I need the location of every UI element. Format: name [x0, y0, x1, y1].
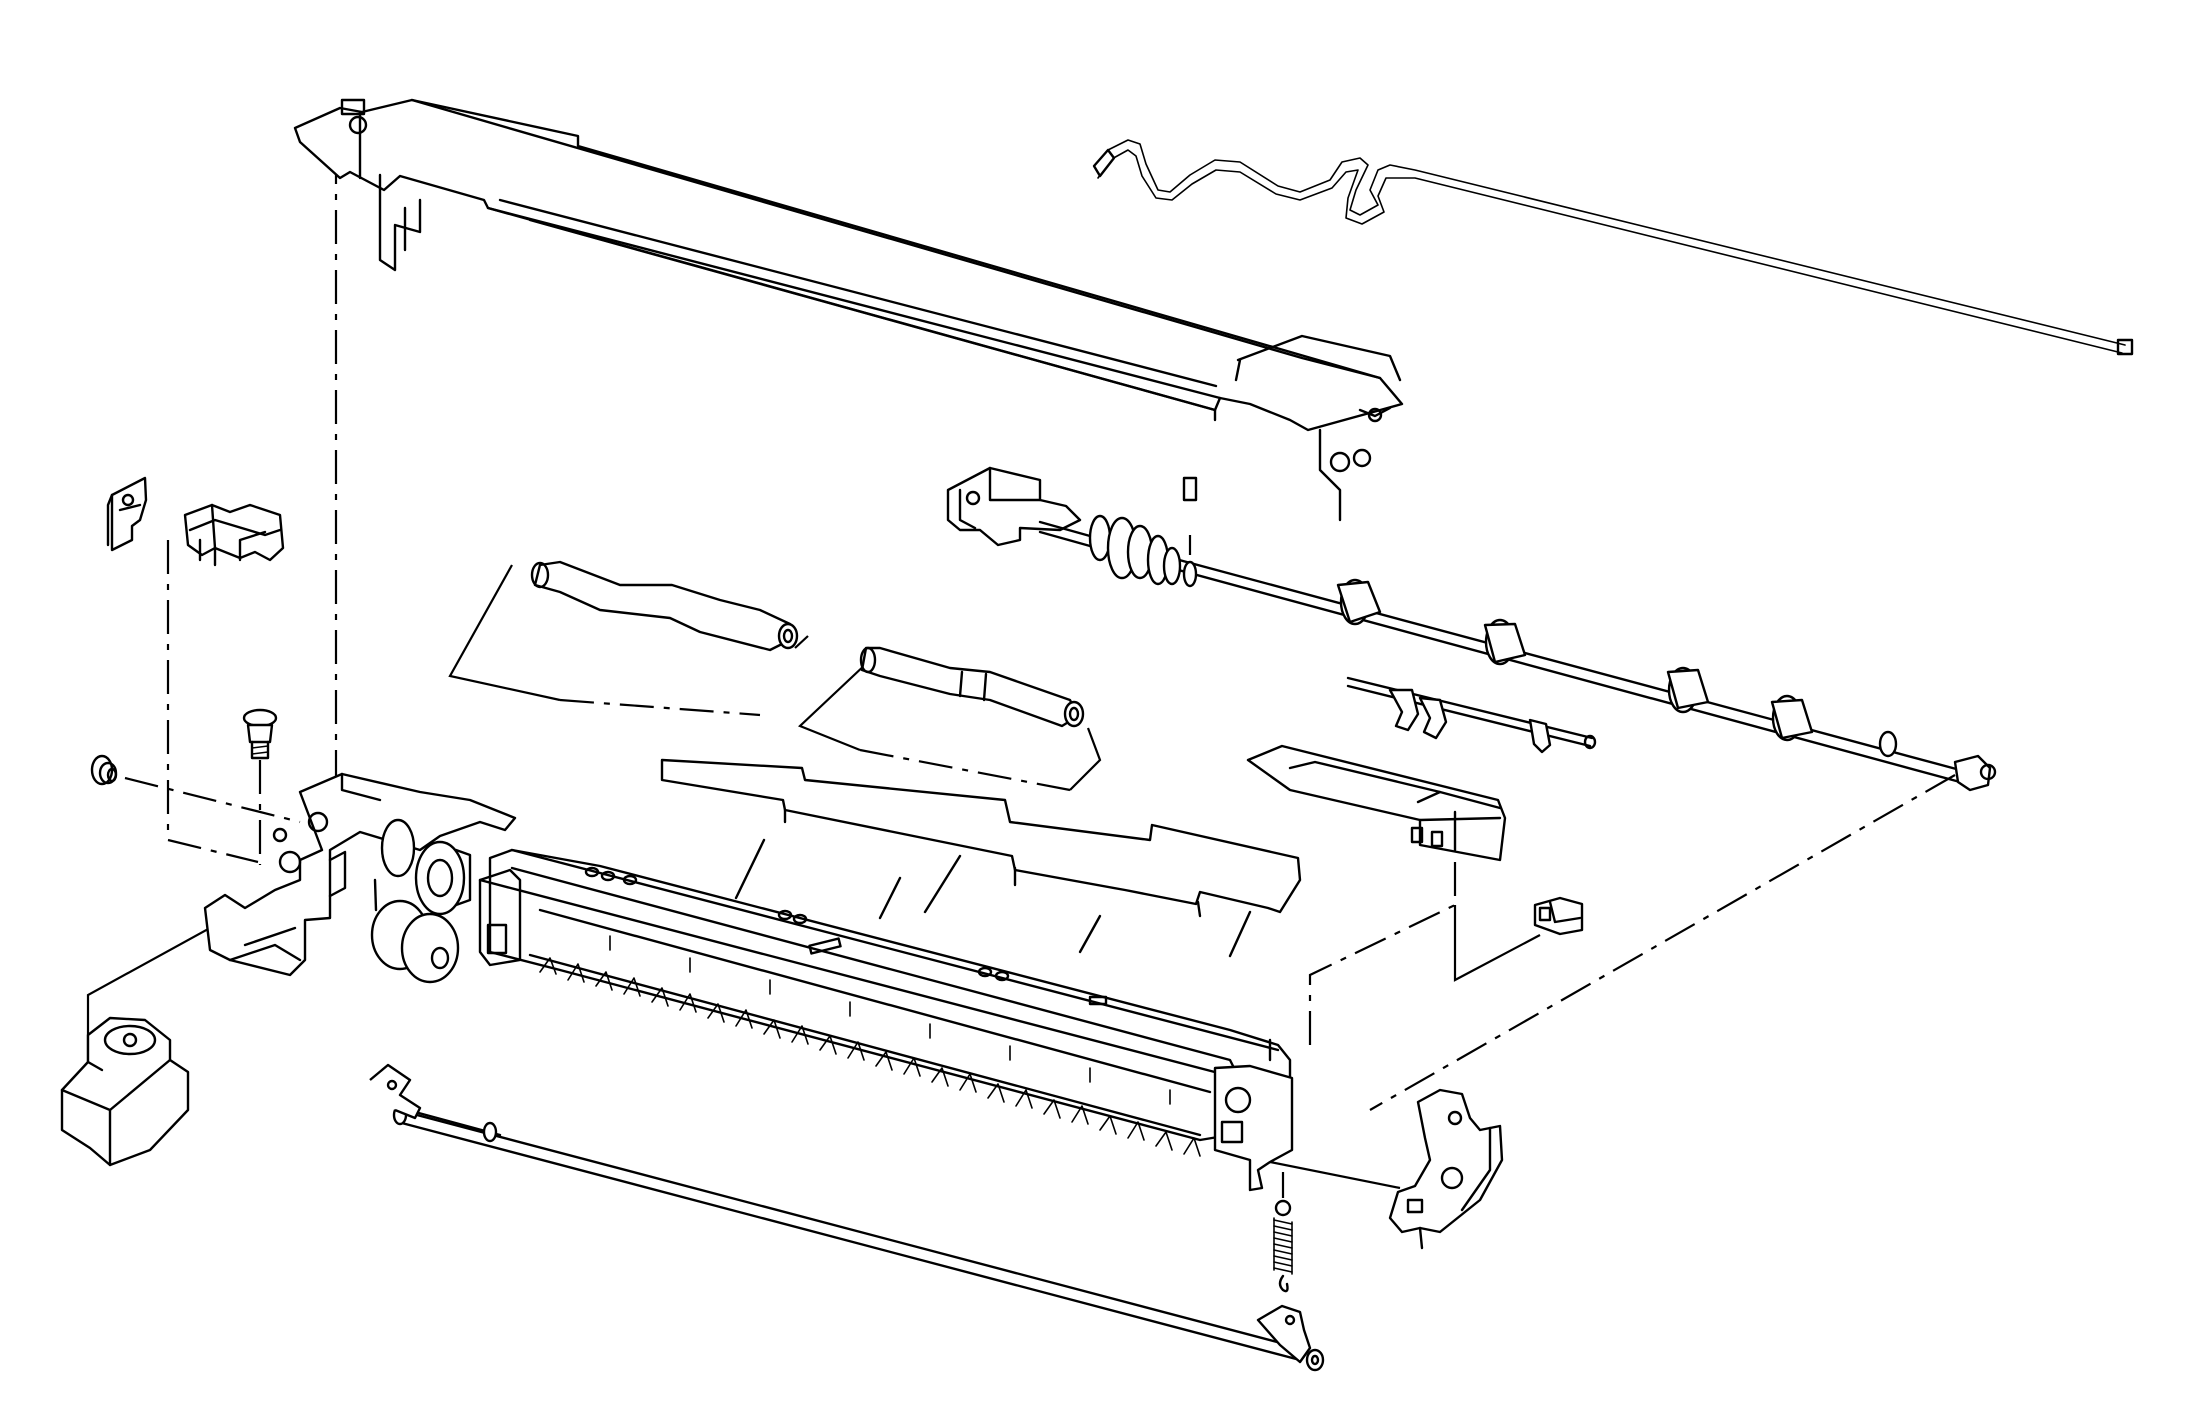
screw: [242, 708, 278, 760]
paper-guide-bracket: [183, 503, 285, 567]
middle-feed-roller: [859, 646, 1085, 728]
lower-shaft: [369, 1063, 1325, 1372]
bushing: [90, 754, 118, 786]
paper-guide-plate: [660, 758, 1302, 958]
sensor-arm: [1346, 676, 1597, 754]
drive-motor: [60, 1016, 190, 1167]
feed-frame-assembly: [203, 772, 1294, 1192]
microswitch: [1533, 896, 1584, 936]
upper-feed-roller: [530, 560, 799, 652]
gear-train: [370, 818, 472, 984]
comb-teeth: [539, 935, 1201, 1157]
cable-harness: [1092, 139, 2134, 356]
sensor-mount-plate: [1246, 744, 1507, 862]
side-bracket: [1388, 1088, 1504, 1250]
top-cover-plate: [293, 98, 1404, 522]
extension-spring: [1273, 1199, 1293, 1293]
roller-shaft-assembly: [946, 466, 1997, 792]
sensor-bracket: [106, 476, 148, 552]
